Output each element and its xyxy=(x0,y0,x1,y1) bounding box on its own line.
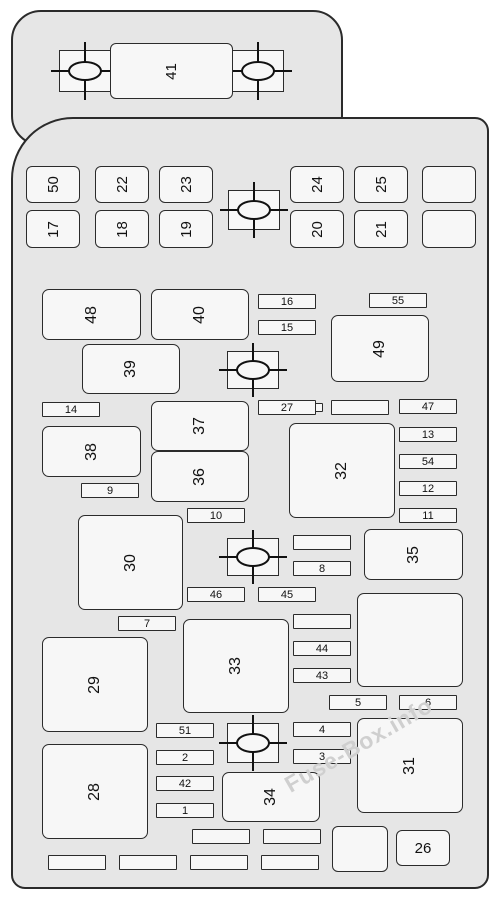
fuse-slot-empty-g xyxy=(119,855,177,870)
relay-39: 39 xyxy=(82,344,180,394)
fuse-25: 25 xyxy=(354,166,408,203)
terminal-stud-41-left xyxy=(51,42,119,100)
fuse-slot-empty-maxi xyxy=(332,826,388,872)
relay-49: 49 xyxy=(331,315,429,382)
fuse-26: 26 xyxy=(396,830,450,866)
fuse-27: 27 xyxy=(258,400,316,415)
relay-35: 35 xyxy=(364,529,463,580)
relay-29: 29 xyxy=(42,637,148,732)
fuse-45: 45 xyxy=(258,587,316,602)
fuse-5: 5 xyxy=(329,695,387,710)
fuse-4: 4 xyxy=(293,722,351,737)
relay-32: 32 xyxy=(289,423,395,518)
fuse-22: 22 xyxy=(95,166,149,203)
relay-36: 36 xyxy=(151,451,249,502)
fuse-50: 50 xyxy=(26,166,80,203)
terminal-stud-41-right xyxy=(224,42,292,100)
fuse-54: 54 xyxy=(399,454,457,469)
fuse-12: 12 xyxy=(399,481,457,496)
fuse-slot-empty-e xyxy=(263,829,321,844)
relay-40: 40 xyxy=(151,289,249,340)
fuse-6: 6 xyxy=(399,695,457,710)
fuse-9: 9 xyxy=(81,483,139,498)
fuse-15: 15 xyxy=(258,320,316,335)
fuse-slot-empty-i xyxy=(261,855,319,870)
fuse-43: 43 xyxy=(293,668,351,683)
relay-31: 31 xyxy=(357,718,463,813)
fuse-2: 2 xyxy=(156,750,214,765)
fuse-55: 55 xyxy=(369,293,427,308)
fuse-3: 3 xyxy=(293,749,351,764)
fuse-8: 8 xyxy=(293,561,351,576)
fuse-slot-empty-h xyxy=(190,855,248,870)
fuse-24: 24 xyxy=(290,166,344,203)
fuse-7: 7 xyxy=(118,616,176,631)
fuse-slot-empty-c xyxy=(293,614,351,629)
fuse-44: 44 xyxy=(293,641,351,656)
fuse-slot-empty-r1 xyxy=(422,166,476,203)
terminal-stud-center-lower xyxy=(219,715,287,771)
terminal-stud-center-upper xyxy=(219,343,287,397)
terminal-stud-center-middle xyxy=(219,530,287,584)
fuse-11: 11 xyxy=(399,508,457,523)
fuse-46: 46 xyxy=(187,587,245,602)
fuse-42: 42 xyxy=(156,776,214,791)
relay-30: 30 xyxy=(78,515,183,610)
fuse-19: 19 xyxy=(159,210,213,248)
fuse-23: 23 xyxy=(159,166,213,203)
fuse-47: 47 xyxy=(399,399,457,414)
fuse-13: 13 xyxy=(399,427,457,442)
fuse-slot-empty-a xyxy=(331,400,389,415)
fuse-slot-empty-r2 xyxy=(422,210,476,248)
relay-34: 34 xyxy=(222,772,320,822)
terminal-stud-center-top xyxy=(220,182,288,238)
fuse-16: 16 xyxy=(258,294,316,309)
fuse-20: 20 xyxy=(290,210,344,248)
fuse-slot-empty-f xyxy=(48,855,106,870)
fuse-10: 10 xyxy=(187,508,245,523)
relay-33: 33 xyxy=(183,619,289,713)
relay-slot-empty-large xyxy=(357,593,463,687)
fuse-21: 21 xyxy=(354,210,408,248)
fuse-slot-empty-d xyxy=(192,829,250,844)
fuse-slot-empty-b xyxy=(293,535,351,550)
fuse-41: 41 xyxy=(110,43,233,99)
relay-28: 28 xyxy=(42,744,148,839)
fuse-14: 14 xyxy=(42,402,100,417)
fuse-1: 1 xyxy=(156,803,214,818)
relay-37: 37 xyxy=(151,401,249,451)
relay-48: 48 xyxy=(42,289,141,340)
relay-38: 38 xyxy=(42,426,141,477)
fuse-18: 18 xyxy=(95,210,149,248)
fuse-17: 17 xyxy=(26,210,80,248)
fuse-51: 51 xyxy=(156,723,214,738)
fuse-27-tab xyxy=(315,403,323,412)
